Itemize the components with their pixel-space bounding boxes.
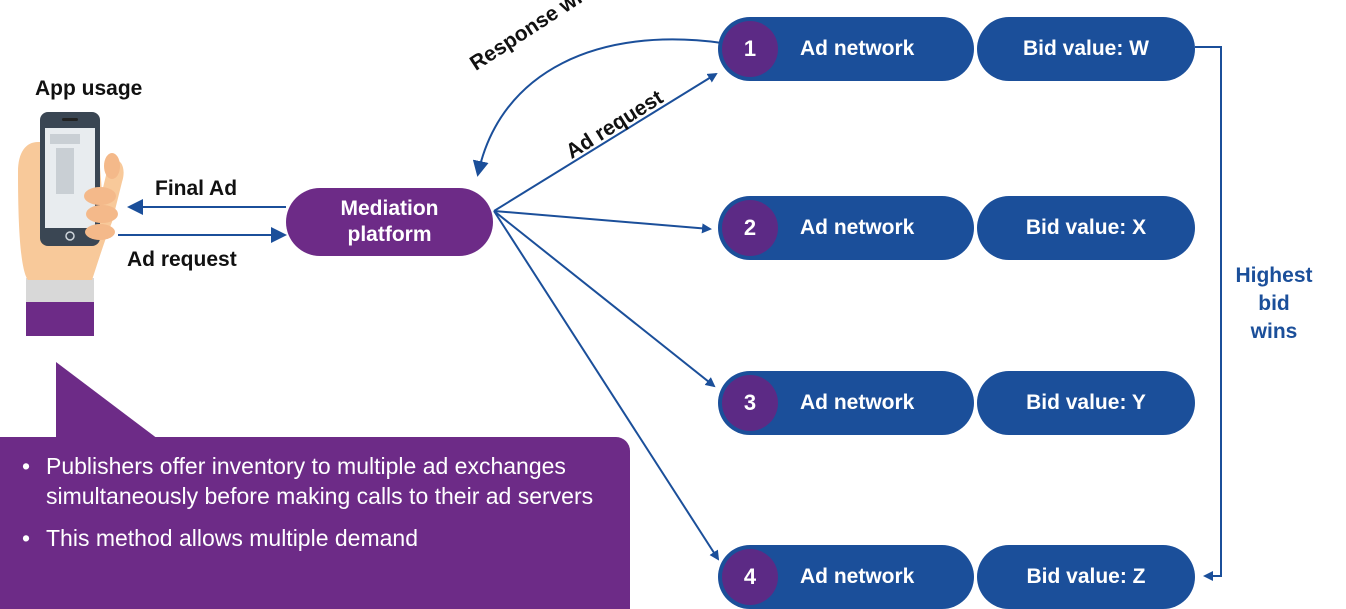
mediation-line2: platform xyxy=(347,223,432,246)
highest-bid-wins-label: Highest bid wins xyxy=(1214,262,1334,346)
network-number-badge: 3 xyxy=(722,375,778,431)
mediation-platform-node: Mediation platform xyxy=(286,188,493,256)
network-number-badge: 1 xyxy=(722,21,778,77)
callout-bullets: Publishers offer inventory to multiple a… xyxy=(0,437,630,553)
network-number-badge: 2 xyxy=(722,200,778,256)
phone-hand-icon xyxy=(18,112,124,336)
network-number-badge: 4 xyxy=(722,549,778,605)
callout-tail xyxy=(56,362,162,442)
network-label: Ad network xyxy=(800,565,915,588)
ad-request-label: Ad request xyxy=(127,248,237,271)
bid-value-4: Bid value: Z xyxy=(977,545,1195,609)
callout-bullet-1: Publishers offer inventory to multiple a… xyxy=(22,451,610,511)
highest-line1: Highest xyxy=(1235,264,1313,287)
network-label: Ad network xyxy=(800,216,915,239)
network-label: Ad network xyxy=(800,391,915,414)
bid-value-2: Bid value: X xyxy=(977,196,1195,260)
ad-network-2: 2 Ad network xyxy=(718,196,974,260)
network-label: Ad network xyxy=(800,37,915,60)
bid-value-3: Bid value: Y xyxy=(977,371,1195,435)
callout-bullet-2: This method allows multiple demand xyxy=(22,523,610,553)
app-usage-label: App usage xyxy=(35,77,143,100)
highest-line3: wins xyxy=(1250,320,1298,343)
ad-network-1: 1 Ad network xyxy=(718,17,974,81)
info-callout: Publishers offer inventory to multiple a… xyxy=(0,437,630,609)
ad-network-4: 4 Ad network xyxy=(718,545,974,609)
mediation-line1: Mediation xyxy=(340,197,439,220)
highest-line2: bid xyxy=(1258,292,1290,315)
final-ad-label: Final Ad xyxy=(155,177,238,200)
ad-network-3: 3 Ad network xyxy=(718,371,974,435)
bid-value-1: Bid value: W xyxy=(977,17,1195,81)
